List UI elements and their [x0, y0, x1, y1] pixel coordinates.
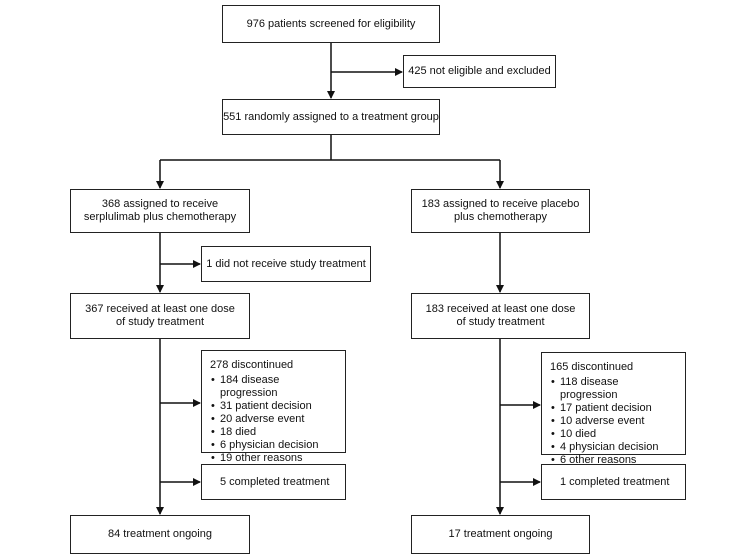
right-discontinued-list: 118 disease progression 17 patient decis… [550, 376, 677, 467]
randomized-text: 551 randomly assigned to a treatment gro… [223, 110, 439, 123]
right-assigned-text: 183 assigned to receive placebo plus che… [421, 198, 580, 223]
right-discontinued-item: 4 physician decision [551, 441, 677, 454]
right-received-box: 183 received at least one dose of study … [411, 293, 590, 339]
right-discontinued-box: 165 discontinued 118 disease progression… [541, 352, 686, 467]
left-received-box: 367 received at least one dose of study … [70, 293, 250, 339]
right-discontinued-item: 10 adverse event [551, 415, 677, 428]
left-discontinued-box: 278 discontinued 184 disease progression… [201, 350, 346, 465]
right-discontinued-item: 17 patient decision [551, 402, 677, 415]
screened-box: 976 patients screened for eligibility [222, 5, 440, 43]
left-received-text: 367 received at least one dose of study … [85, 303, 235, 328]
right-ongoing-text: 17 treatment ongoing [448, 528, 553, 540]
left-discontinued-title: 278 discontinued [210, 359, 294, 371]
left-discontinued-item: 19 other reasons [211, 452, 337, 465]
left-discontinued-item: 6 physician decision [211, 439, 337, 452]
left-assigned-text: 368 assigned to receive serplulimab plus… [83, 198, 237, 223]
left-ongoing-box: 84 treatment ongoing [70, 515, 250, 554]
left-completed-text: 5 completed treatment [220, 475, 330, 488]
left-completed-box: 5 completed treatment [201, 464, 346, 500]
right-discontinued-item: 118 disease progression [551, 376, 677, 402]
not-received-box: 1 did not receive study treatment [201, 246, 371, 282]
right-received-text: 183 received at least one dose of study … [425, 303, 576, 328]
left-discontinued-item: 184 disease progression [211, 374, 337, 400]
right-completed-text: 1 completed treatment [560, 475, 670, 488]
left-ongoing-text: 84 treatment ongoing [108, 528, 212, 540]
right-completed-box: 1 completed treatment [541, 464, 686, 500]
right-discontinued-title: 165 discontinued [550, 361, 634, 373]
left-discontinued-item: 31 patient decision [211, 400, 337, 413]
screened-text: 976 patients screened for eligibility [246, 17, 416, 30]
excluded-text: 425 not eligible and excluded [408, 65, 551, 77]
left-discontinued-list: 184 disease progression 31 patient decis… [210, 374, 337, 465]
excluded-box: 425 not eligible and excluded [403, 55, 556, 88]
right-discontinued-item: 10 died [551, 428, 677, 441]
not-received-text: 1 did not receive study treatment [206, 257, 366, 270]
left-discontinued-item: 20 adverse event [211, 413, 337, 426]
randomized-box: 551 randomly assigned to a treatment gro… [222, 99, 440, 135]
left-assigned-box: 368 assigned to receive serplulimab plus… [70, 189, 250, 233]
left-discontinued-item: 18 died [211, 426, 337, 439]
right-ongoing-box: 17 treatment ongoing [411, 515, 590, 554]
right-assigned-box: 183 assigned to receive placebo plus che… [411, 189, 590, 233]
right-discontinued-item: 6 other reasons [551, 454, 677, 467]
